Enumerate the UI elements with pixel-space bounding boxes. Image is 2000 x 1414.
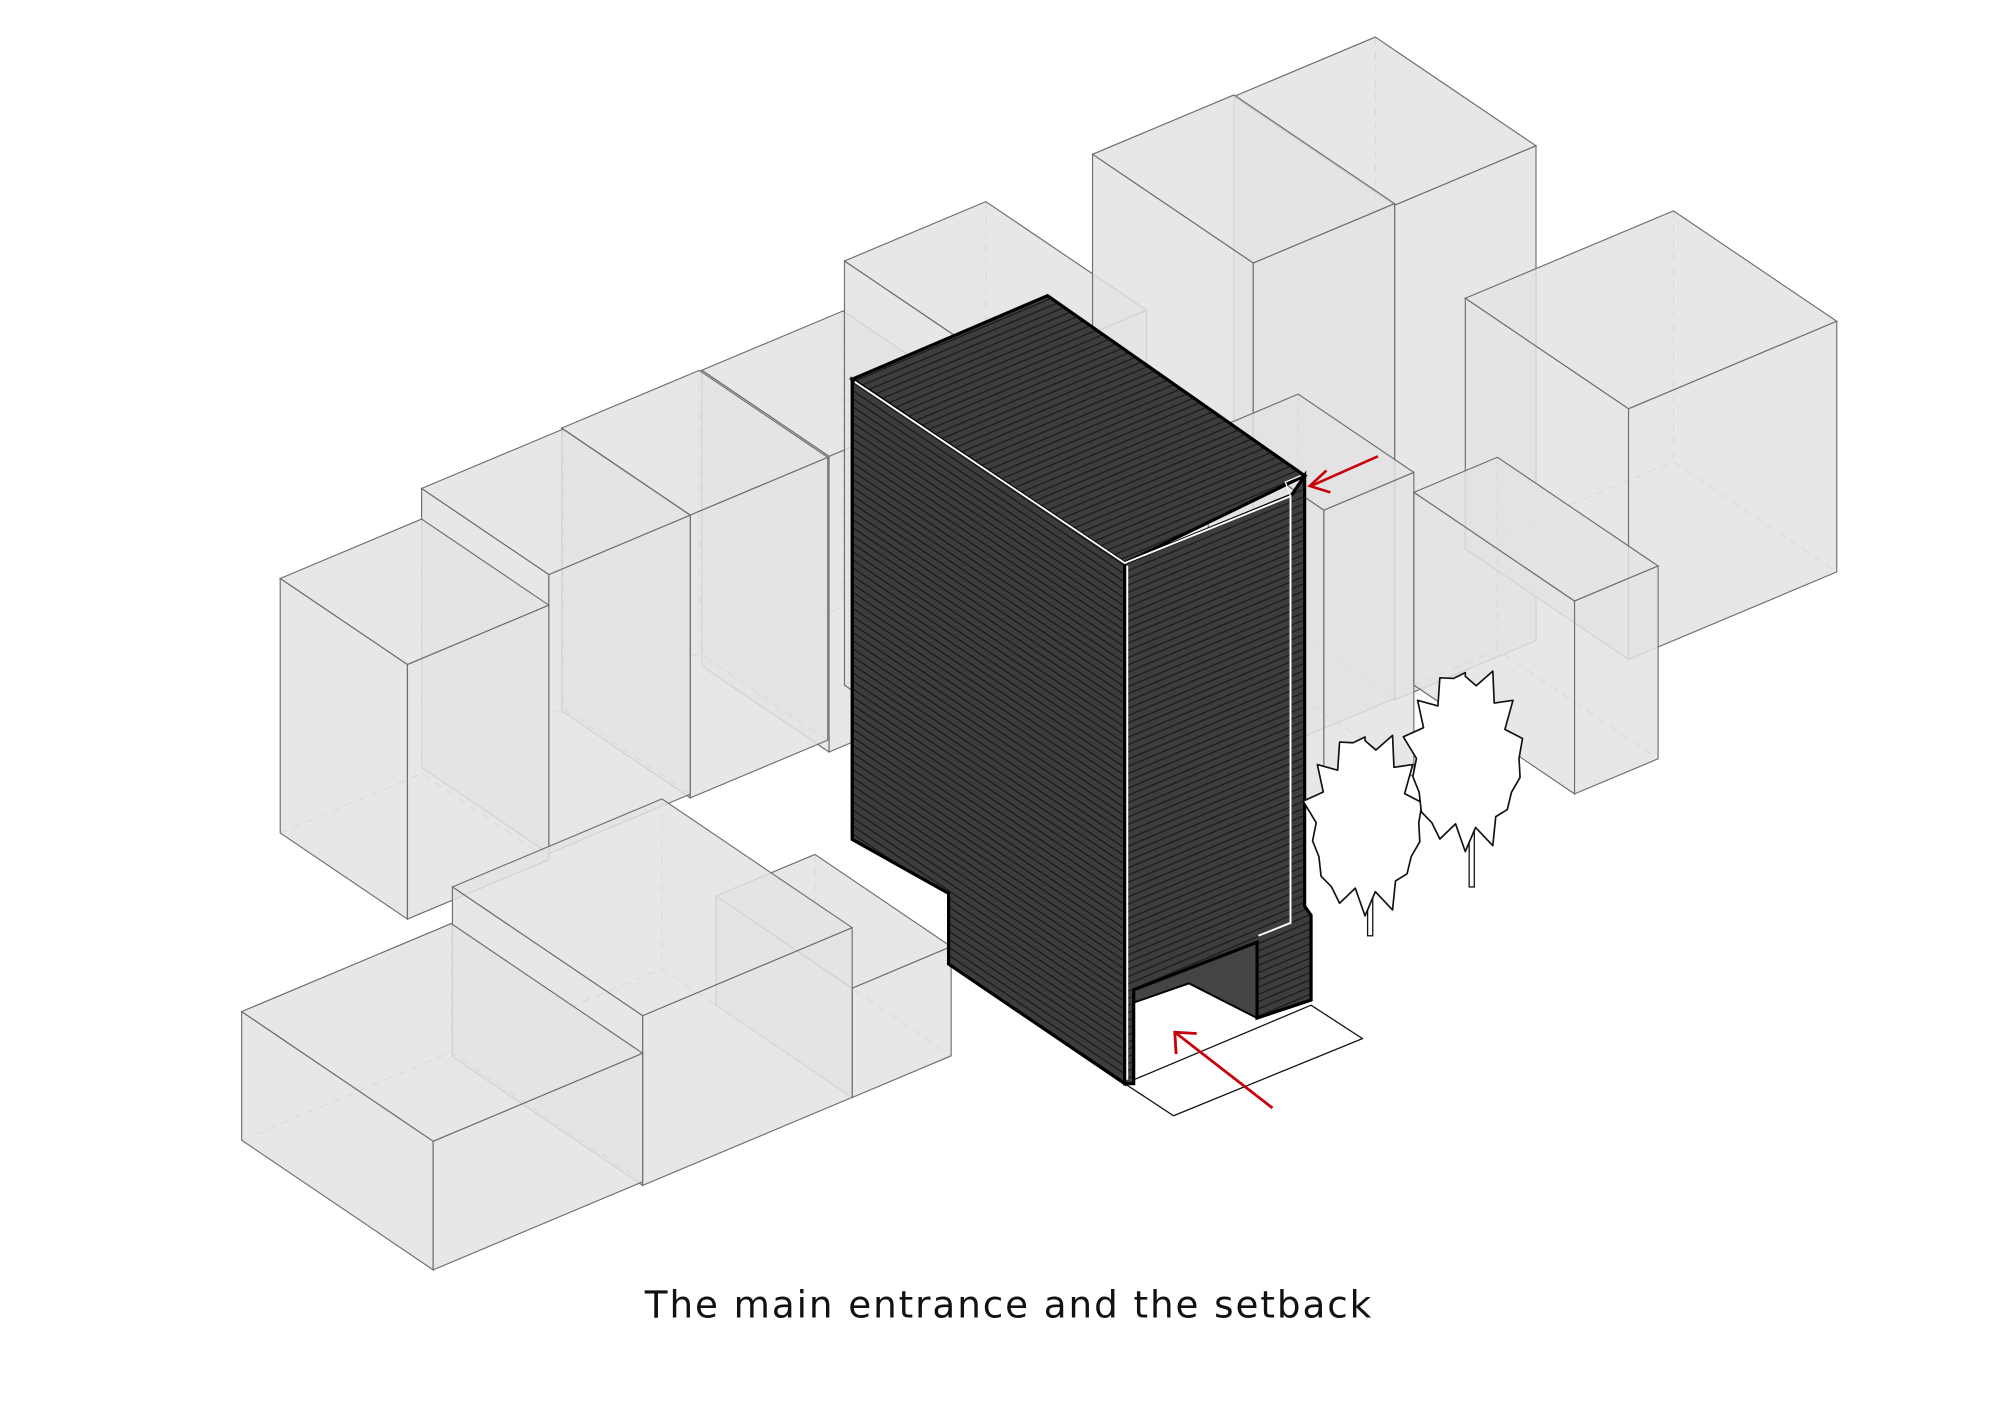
entrance-arrow (1173, 1030, 1274, 1110)
tree-2 (1402, 670, 1524, 888)
context-building-13 (240, 922, 644, 1271)
trees (1302, 670, 1524, 937)
setback-arrow (1307, 455, 1379, 494)
context-building-4 (278, 518, 551, 921)
main-building (848, 293, 1313, 1087)
building-right-facade (1123, 470, 1313, 1086)
context-building-10 (1412, 456, 1660, 795)
site-outline (1123, 1004, 1364, 1117)
diagram-caption: The main entrance and the setback (644, 1283, 1373, 1327)
tree-1 (1302, 734, 1424, 937)
